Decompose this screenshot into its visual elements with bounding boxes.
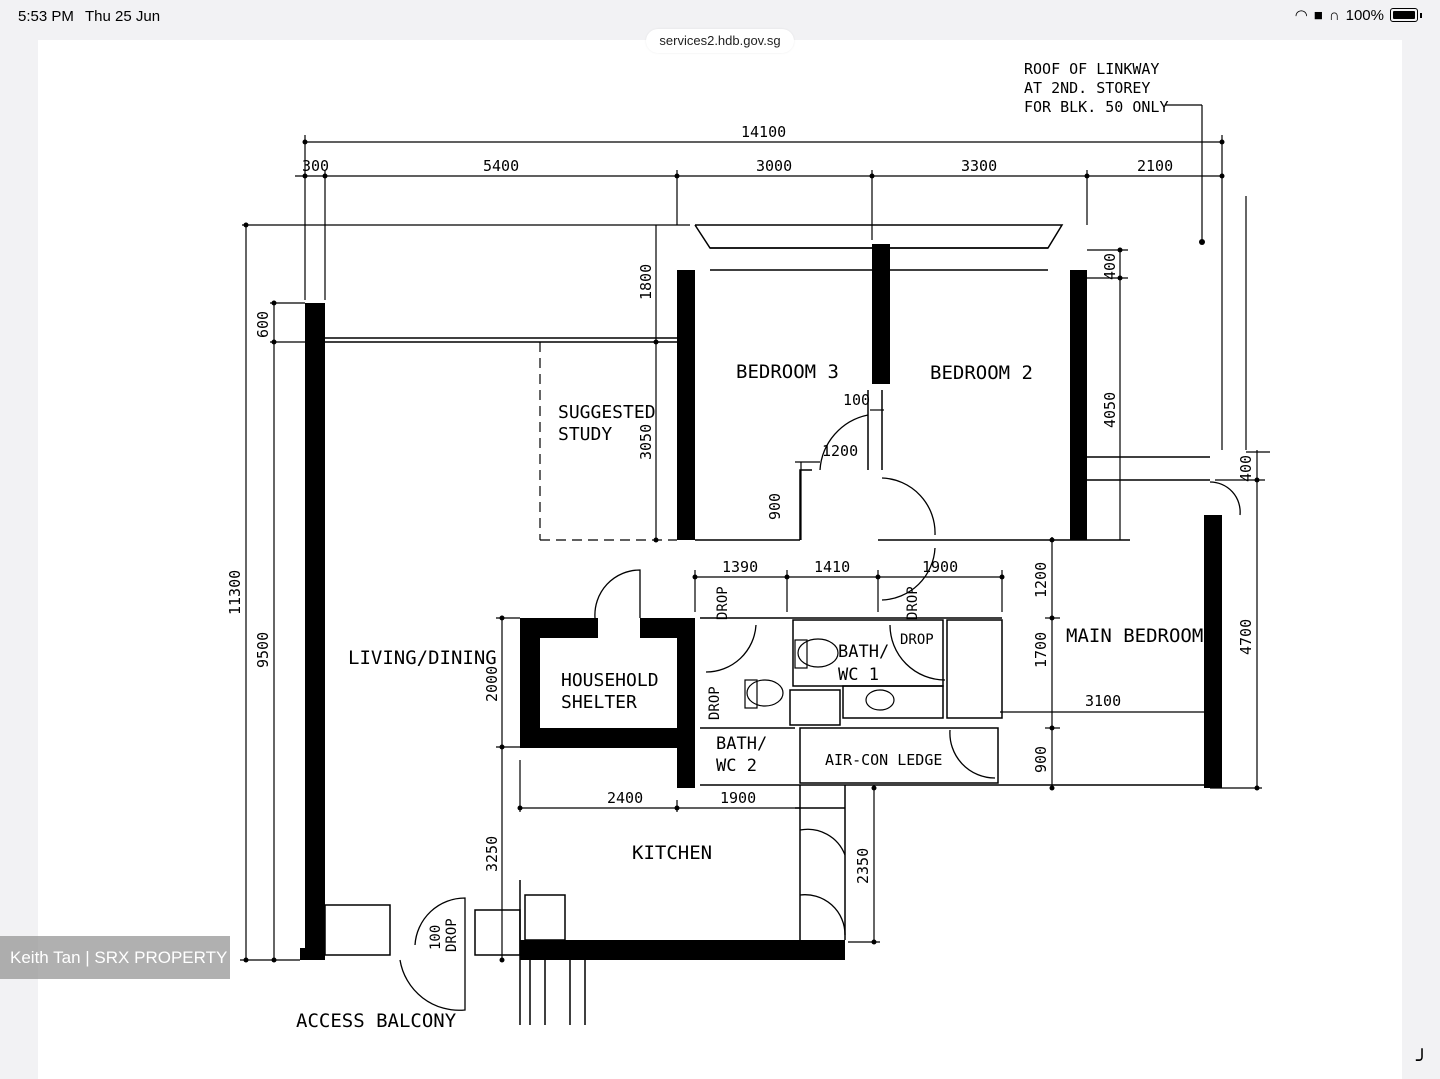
dim-600: 600 xyxy=(254,311,272,338)
label-shelter-2: SHELTER xyxy=(561,692,637,713)
label-access-balcony: ACCESS BALCONY xyxy=(296,1010,457,1032)
dim-900-b: 900 xyxy=(1032,746,1050,773)
dim-400-a: 400 xyxy=(1101,253,1119,280)
label-drop-4: DROP xyxy=(707,686,723,720)
dim-11300: 11300 xyxy=(226,570,244,615)
label-bedroom-2: BEDROOM 2 xyxy=(930,362,1033,384)
dim-1700: 1700 xyxy=(1032,632,1050,668)
dim-1800: 1800 xyxy=(637,264,655,300)
note-line-1: ROOF OF LINKWAY xyxy=(1024,60,1159,78)
dim-300: 300 xyxy=(302,157,329,175)
label-drop-1: DROP xyxy=(715,586,731,620)
status-date: Thu 25 Jun xyxy=(85,8,161,25)
dim-1200-a: 1200 xyxy=(822,442,858,460)
label-bath-1a: BATH/ xyxy=(838,642,889,662)
dim-900-a: 900 xyxy=(766,493,784,520)
battery-tip-icon xyxy=(1420,12,1422,18)
label-drop-5: DROP xyxy=(444,918,460,952)
walls xyxy=(300,244,1222,960)
door-swings xyxy=(399,414,1241,1011)
label-bath-2a: BATH/ xyxy=(716,734,767,754)
thin-walls xyxy=(324,224,1210,1025)
label-shelter-1: HOUSEHOLD xyxy=(561,670,659,691)
dim-4700: 4700 xyxy=(1237,619,1255,655)
label-aircon-ledge: AIR-CON LEDGE xyxy=(825,751,942,769)
dim-3100: 3100 xyxy=(1085,692,1121,710)
label-bath-1b: WC 1 xyxy=(838,665,879,685)
dim-2000: 2000 xyxy=(483,666,501,702)
dim-3250: 3250 xyxy=(483,836,501,872)
dim-5400: 5400 xyxy=(483,157,519,175)
dim-100-b: 100 xyxy=(428,925,444,950)
dim-total: 14100 xyxy=(741,123,786,141)
dim-1900-a: 1900 xyxy=(922,558,958,576)
dimension-lines xyxy=(240,104,1270,961)
dim-4050: 4050 xyxy=(1101,392,1119,428)
label-main-bedroom: MAIN BEDROOM xyxy=(1066,625,1203,647)
dim-400-b: 400 xyxy=(1237,455,1255,482)
label-drop-2: DROP xyxy=(905,586,921,620)
note-line-3: FOR BLK. 50 ONLY xyxy=(1024,98,1169,116)
battery-percent: 100% xyxy=(1345,6,1384,24)
dim-3300: 3300 xyxy=(961,157,997,175)
status-time: 5:53 PM xyxy=(18,8,74,25)
dim-2400: 2400 xyxy=(607,789,643,807)
dim-1200-b: 1200 xyxy=(1032,562,1050,598)
wifi-icon: ◠ xyxy=(1294,7,1308,24)
label-bath-2b: WC 2 xyxy=(716,756,757,776)
plan-labels: ROOF OF LINKWAY AT 2ND. STOREY FOR BLK. … xyxy=(226,60,1255,1032)
dim-9500: 9500 xyxy=(254,632,272,668)
url-bar[interactable]: services2.hdb.gov.sg xyxy=(646,29,794,53)
dim-1390: 1390 xyxy=(722,558,758,576)
label-study-1: SUGGESTED xyxy=(558,402,656,423)
status-bar: 5:53 PM Thu 25 Jun ◠ ■ ∩ 100% xyxy=(0,0,1440,34)
battery-icon xyxy=(1390,8,1418,22)
document-page[interactable] xyxy=(38,40,1402,1079)
label-bedroom-3: BEDROOM 3 xyxy=(736,361,839,383)
fixtures xyxy=(744,638,895,711)
loading-spinner-icon: ╯ xyxy=(1415,1050,1428,1072)
lock-icon: ■ xyxy=(1313,6,1323,24)
dimension-ticks xyxy=(243,139,1260,963)
label-drop-3: DROP xyxy=(900,632,934,648)
dim-100-a: 100 xyxy=(843,391,870,409)
label-kitchen: KITCHEN xyxy=(632,842,712,864)
dim-3050: 3050 xyxy=(637,424,655,460)
watermark: Keith Tan | SRX PROPERTY xyxy=(0,936,230,979)
dim-1900-b: 1900 xyxy=(720,789,756,807)
status-icons: ◠ ■ ∩ 100% xyxy=(1295,6,1422,24)
dim-2350: 2350 xyxy=(854,848,872,884)
dim-1410: 1410 xyxy=(814,558,850,576)
label-study-2: STUDY xyxy=(558,424,612,445)
dim-2100: 2100 xyxy=(1137,157,1173,175)
dim-3000: 3000 xyxy=(756,157,792,175)
label-living-dining: LIVING/DINING xyxy=(348,647,497,669)
headphones-icon: ∩ xyxy=(1328,6,1340,24)
study-outline xyxy=(539,342,677,541)
note-line-2: AT 2ND. STOREY xyxy=(1024,79,1150,97)
